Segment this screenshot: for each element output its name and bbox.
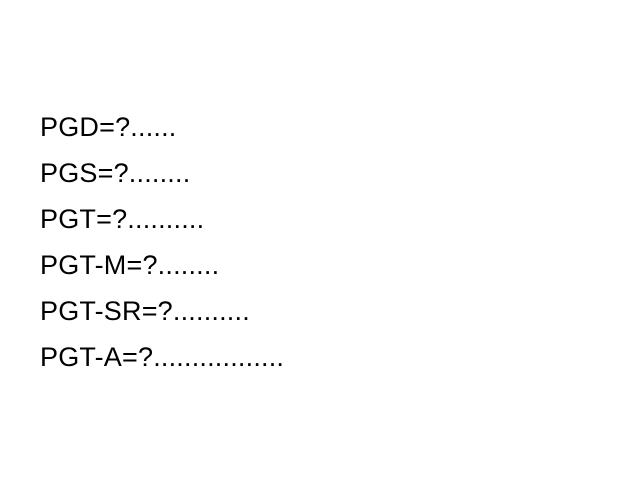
list-item-pgt-m: PGT-M=?........ (40, 250, 220, 280)
list-item-pgs: PGS=?........ (40, 158, 191, 188)
text-list: PGD=?...... PGS=?........ PGT=?.........… (40, 104, 284, 380)
list-item-pgt: PGT=?.......... (40, 204, 205, 234)
list-item-pgt-a: PGT-A=?................. (40, 342, 285, 372)
list-item-pgt-sr: PGT-SR=?.......... (40, 296, 250, 326)
list-item-pgd: PGD=?...... (40, 112, 177, 142)
